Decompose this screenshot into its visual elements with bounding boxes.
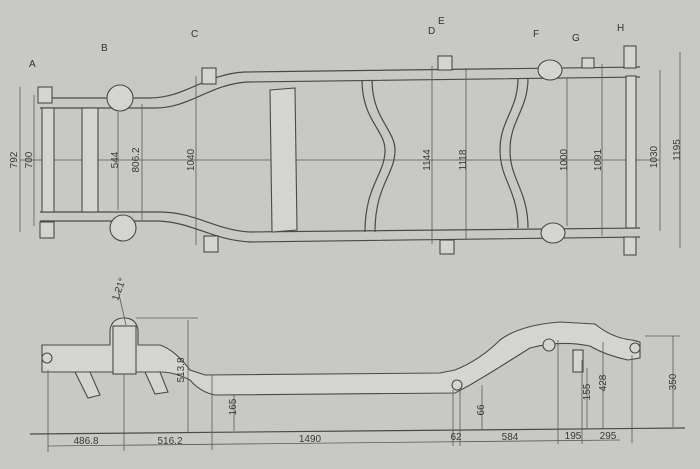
rear-crossmember — [625, 75, 637, 229]
mount-f-top — [537, 59, 563, 81]
dim-1000: 1000 — [559, 148, 570, 171]
dim-1030: 1030 — [649, 145, 660, 168]
top-dimensions: 792 700 544 806.2 1040 1144 1118 1000 10… — [9, 139, 683, 173]
dim-1144: 1144 — [422, 149, 433, 171]
crossmember-5 — [499, 77, 519, 229]
dim-792: 792 — [9, 151, 20, 168]
rear-front-bracket — [144, 371, 169, 395]
shackle-bracket — [572, 349, 584, 373]
crossmember-2 — [81, 107, 99, 213]
mount-b-bottom — [109, 214, 137, 242]
front-bracket — [74, 371, 101, 399]
callout-f: F — [533, 29, 539, 40]
dim-1118: 1118 — [458, 149, 469, 170]
callout-a: A — [29, 59, 36, 70]
dim-700: 700 — [24, 151, 35, 168]
front-crossmember — [41, 107, 55, 213]
mount-h-bottom — [623, 236, 637, 256]
callout-c: C — [191, 29, 198, 40]
dim-806-2: 806.2 — [131, 147, 142, 172]
crossmember-4-inner — [371, 79, 396, 233]
dim-165: 165 — [228, 398, 239, 415]
callout-g: G — [572, 33, 580, 44]
front-eye — [41, 352, 53, 364]
mount-f-bottom — [540, 222, 566, 244]
callout-e: E — [438, 16, 445, 27]
dim-1091: 1091 — [593, 148, 604, 171]
mount-c-bottom — [203, 235, 219, 253]
dim-1490: 1490 — [299, 434, 322, 445]
dim-195: 195 — [565, 431, 582, 442]
side-rail — [41, 317, 641, 396]
callout-d: D — [428, 26, 435, 37]
dim-513-8: 513.8 — [176, 357, 187, 382]
angle-label: 1.21° — [110, 277, 128, 303]
dim-295: 295 — [600, 431, 617, 442]
mount-a-top — [37, 86, 53, 104]
ground-line — [29, 427, 686, 435]
dim-155: 155 — [582, 383, 593, 400]
mount-d-top — [437, 55, 453, 71]
crossmember-3 — [269, 87, 298, 233]
side-dimension-lines — [47, 289, 680, 452]
mount-d-bottom — [439, 239, 455, 255]
dim-350: 350 — [668, 373, 679, 390]
top-rail-inner — [40, 76, 641, 109]
mount-a-bottom — [39, 221, 55, 239]
dim-428: 428 — [598, 374, 609, 391]
bottom-rail-outer — [40, 220, 641, 243]
callout-b: B — [101, 43, 108, 54]
mount-c-top — [201, 67, 217, 85]
crossmember-5-inner — [509, 77, 529, 229]
dim-516-2: 516.2 — [157, 436, 182, 447]
dim-66: 66 — [476, 404, 487, 416]
body-mount-tower — [112, 325, 137, 375]
rear-spring-mount — [542, 338, 556, 352]
crossmember-4 — [361, 79, 386, 233]
dim-62: 62 — [450, 432, 462, 443]
dim-544: 544 — [110, 151, 121, 168]
mount-h-top — [623, 45, 637, 69]
dim-486-8: 486.8 — [73, 436, 98, 447]
callout-labels: A B C D E F G H — [29, 16, 624, 70]
side-view-frame: 1.21° 513.8 165 66 155 428 350 486.8 516… — [29, 277, 686, 452]
rear-eye — [629, 342, 641, 354]
top-view-frame — [19, 45, 681, 256]
dim-584: 584 — [502, 432, 519, 443]
top-dimension-lines — [19, 52, 681, 248]
mid-mount — [451, 379, 463, 391]
dim-1040: 1040 — [186, 148, 197, 171]
callout-h: H — [617, 23, 624, 34]
mount-g — [581, 57, 595, 69]
dim-1195: 1195 — [672, 139, 683, 161]
bottom-rail-inner — [40, 211, 641, 233]
mount-b-top — [106, 84, 134, 112]
